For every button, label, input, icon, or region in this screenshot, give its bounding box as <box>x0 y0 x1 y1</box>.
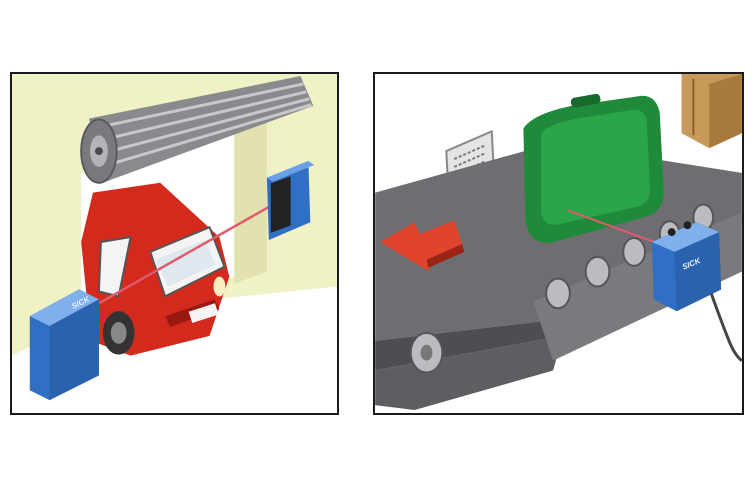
direction-arrow-icon <box>380 220 465 272</box>
red-car <box>81 182 230 356</box>
conveyor-scene-illustration: SICK <box>375 74 742 413</box>
light-curtain-sensor-left: SICK <box>29 289 99 401</box>
roller <box>545 277 571 310</box>
green-suitcase <box>523 93 664 243</box>
door-pillar <box>234 101 267 284</box>
roller-shutter <box>80 76 314 184</box>
garage-scene-panel: SICK <box>10 72 339 415</box>
reflector-sensor <box>266 161 315 241</box>
garage-scene-illustration: SICK <box>12 74 337 413</box>
sensor-cable <box>709 292 742 362</box>
laser-beam <box>567 209 661 245</box>
photoelectric-sensor: SICK <box>651 221 742 362</box>
roller <box>584 255 611 288</box>
laser-beam <box>98 201 278 305</box>
conveyor-scene-panel: SICK <box>373 72 744 415</box>
roller <box>622 237 646 267</box>
cardboard-box <box>681 74 742 149</box>
